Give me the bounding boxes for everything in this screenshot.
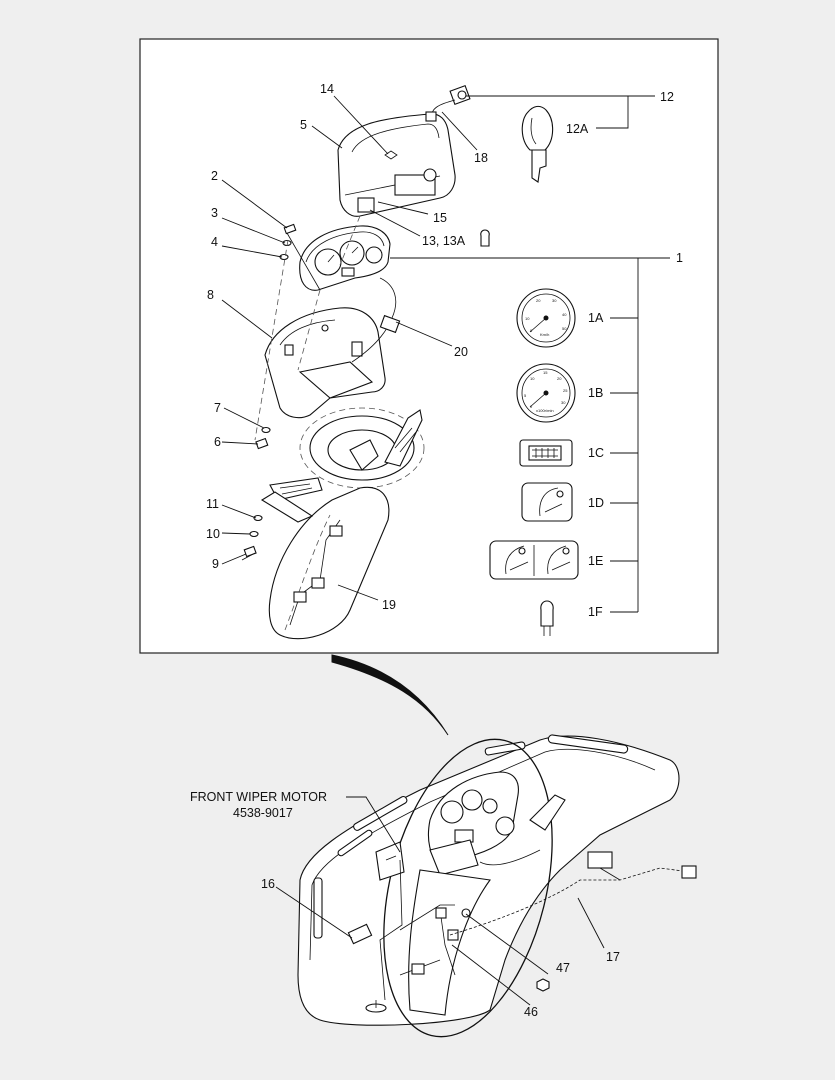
- callout-6: 6: [214, 435, 221, 449]
- steering-column: [260, 407, 425, 640]
- harness-20: [351, 277, 401, 363]
- callout-8: 8: [207, 288, 214, 302]
- callout-18: 18: [474, 151, 488, 165]
- callout-2: 2: [211, 169, 218, 183]
- callout-16: 16: [261, 877, 275, 891]
- callout-17: 17: [606, 950, 620, 964]
- tacho-tick-30: 30: [561, 400, 566, 405]
- callout-11: 11: [206, 497, 219, 511]
- callout-10: 10: [206, 527, 220, 541]
- ignition-switch: [425, 84, 471, 122]
- callout-swoosh: [331, 654, 449, 736]
- tacho-tick-20: 20: [557, 376, 562, 381]
- leader-lines: [221, 95, 478, 601]
- callout-1D: 1D: [588, 496, 604, 510]
- instrument-hood: [337, 113, 456, 217]
- callout-46: 46: [524, 1005, 538, 1019]
- callout-1F: 1F: [588, 605, 603, 619]
- tacho-unit: x100r/min: [536, 408, 554, 413]
- dual-gauge: [489, 540, 579, 580]
- callout-12A: 12A: [566, 122, 589, 136]
- hour-meter: [519, 439, 573, 467]
- callout-14: 14: [320, 82, 334, 96]
- callout-labels-bottom: FRONT WIPER MOTOR 4538-9017 16 17 47 46: [190, 790, 620, 1019]
- speedo-tick-10: 10: [525, 316, 530, 321]
- callout-labels-top: 1 1A 1B 1C 1D 1E 1F 2 3 4 5 6 7 8 9 10 1…: [206, 82, 683, 619]
- tacho-tick-25: 25: [563, 388, 568, 393]
- speedo-unit: Km/h: [540, 332, 549, 337]
- callout-12: 12: [660, 90, 674, 104]
- callout-15: 15: [433, 211, 447, 225]
- bulb-icon: [480, 229, 490, 247]
- tacho-tick-0: 0: [530, 404, 533, 409]
- callout-1: 1: [676, 251, 683, 265]
- callout-47: 47: [556, 961, 570, 975]
- harness-16-46: [347, 859, 471, 1013]
- callout-1C: 1C: [588, 446, 604, 460]
- tachometer-gauge: 0 5 10 15 20 25 30 x100r/min: [516, 363, 576, 423]
- tacho-tick-5: 5: [524, 393, 527, 398]
- cab-cluster: [427, 771, 566, 876]
- upper-fasteners: [279, 223, 321, 291]
- tacho-tick-10: 10: [530, 376, 535, 381]
- exploded-assembly: 0 10 20 30 40 50 Km/h 0 5 10 15 20 25 30…: [241, 84, 670, 640]
- speedo-tick-50: 50: [562, 326, 567, 331]
- callout-7: 7: [214, 401, 221, 415]
- tacho-tick-15: 15: [543, 370, 548, 375]
- callout-5: 5: [300, 118, 307, 132]
- lower-cover: [264, 307, 386, 419]
- harness-17: [449, 851, 697, 936]
- callout-1E: 1E: [588, 554, 603, 568]
- callout-4: 4: [211, 235, 218, 249]
- callout-20: 20: [454, 345, 468, 359]
- speedometer-gauge: 0 10 20 30 40 50 Km/h: [516, 288, 576, 348]
- wiper-motor-bracket: [375, 841, 405, 881]
- fuel-gauge: [521, 482, 573, 522]
- bulb-1F: [540, 600, 554, 636]
- callout-13: 13, 13A: [422, 234, 466, 248]
- lower-fasteners-6-7: [255, 426, 271, 450]
- callout-19: 19: [382, 598, 396, 612]
- speedo-tick-0: 0: [530, 328, 533, 333]
- wiper-motor-title: FRONT WIPER MOTOR: [190, 790, 327, 804]
- speedo-tick-30: 30: [552, 298, 557, 303]
- callout-9: 9: [212, 557, 219, 571]
- speedo-tick-40: 40: [562, 312, 567, 317]
- callout-1B: 1B: [588, 386, 603, 400]
- instrument-cluster: [299, 225, 391, 291]
- cab-overview: [297, 734, 697, 1038]
- lower-fasteners-9-11: [241, 514, 263, 561]
- wiper-motor-part-number: 4538-9017: [233, 806, 293, 820]
- speedo-tick-20: 20: [536, 298, 541, 303]
- callout-1A: 1A: [588, 311, 604, 325]
- ignition-key: [521, 105, 554, 183]
- callout-3: 3: [211, 206, 218, 220]
- leader-lines-bottom: [275, 796, 605, 1006]
